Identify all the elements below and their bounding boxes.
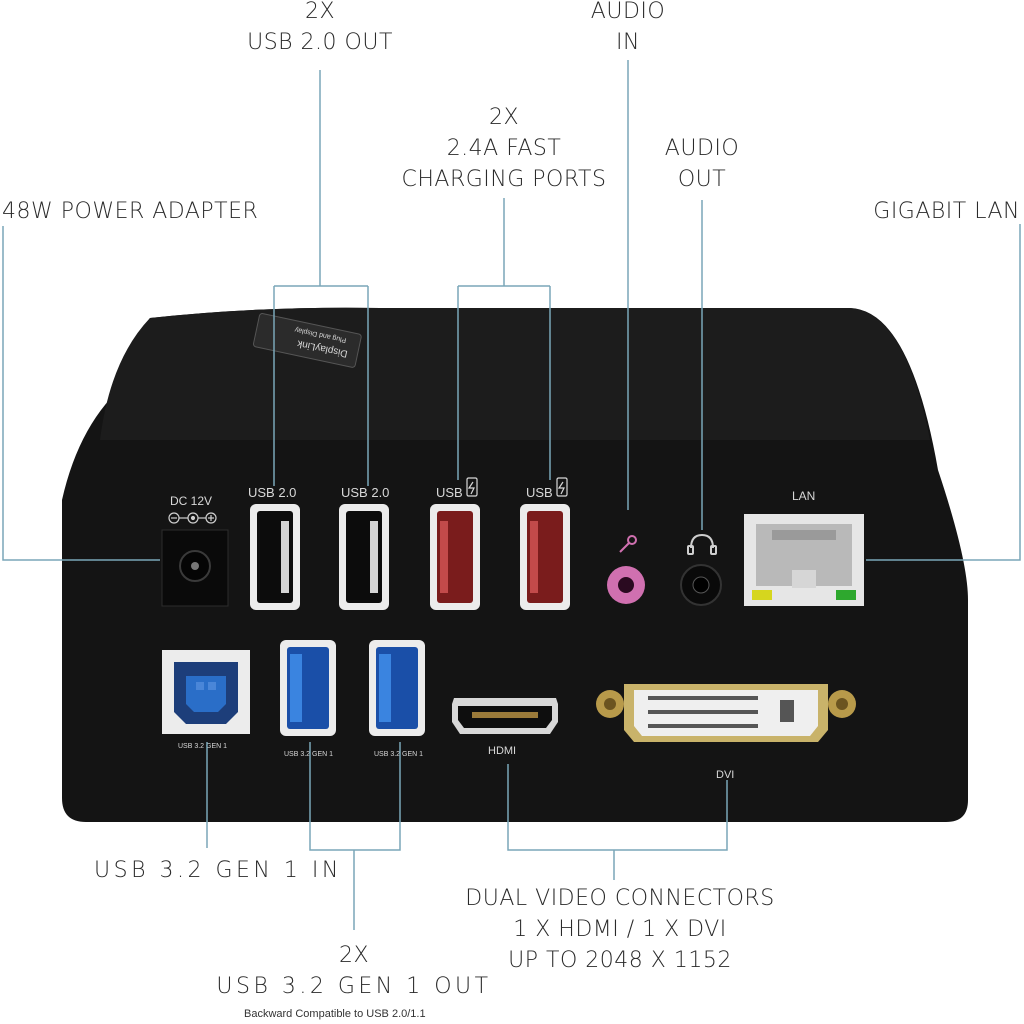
callout-video: DUAL VIDEO CONNECTORS 1 X HDMI / 1 X DVI… [430, 883, 810, 976]
charge-a-label: USB [436, 485, 463, 500]
usb2-port-1 [250, 504, 300, 610]
callout-usb3-out-line-1: 2X [338, 943, 370, 968]
callout-usb2-out: 2X USB 2.0 OUT [220, 0, 420, 58]
usb3-port-1 [280, 640, 336, 736]
leader-usb2-out [273, 70, 369, 486]
callout-usb3-in-text: USB 3.2 GEN 1 IN [94, 858, 342, 883]
battery-charge-icon [556, 477, 568, 497]
usb2-a-label: USB 2.0 [248, 485, 296, 500]
callout-fast-charge: 2X 2.4A FAST CHARGING PORTS [384, 102, 624, 195]
charging-port-1 [430, 504, 480, 610]
callout-usb2-out-line-1: 2X [304, 0, 336, 24]
audio-out-jack [680, 564, 722, 606]
microphone-icon [619, 535, 637, 553]
callout-audio-out-line-2: OUT [677, 167, 727, 192]
audio-in-jack [607, 566, 645, 604]
usb3-in-port [162, 650, 250, 734]
callout-fast-charge-line-1: 2X [488, 105, 520, 130]
leader-fast-charge [457, 198, 551, 480]
charge-b-label: USB [526, 485, 553, 500]
dc-power-port [161, 529, 229, 607]
displaylink-badge: DisplayLink Plug and Display [252, 313, 362, 368]
leader-lan [866, 224, 1021, 561]
dc-label: DC 12V [170, 494, 212, 508]
lan-label: LAN [792, 489, 815, 503]
usb2-port-2 [339, 504, 389, 610]
callout-lan-text: GIGABIT LAN [873, 199, 1020, 224]
usb3-port-2 [369, 640, 425, 736]
callout-power-text: 48W POWER ADAPTER [2, 199, 259, 224]
leader-power [2, 226, 160, 561]
usb3-out-a-label: USB 3.2 GEN 1 [284, 751, 333, 758]
battery-charge-icon [466, 477, 478, 497]
callout-audio-in-line-2: IN [616, 30, 640, 55]
callout-audio-out-line-1: AUDIO [664, 136, 740, 161]
callout-fast-charge-line-2: 2.4A FAST [446, 136, 562, 161]
callout-video-line-2: 1 X HDMI / 1 X DVI [513, 917, 727, 942]
callout-video-line-3: UP TO 2048 X 1152 [508, 948, 732, 973]
callout-audio-in: AUDIO IN [568, 0, 688, 58]
callout-usb3-out-line-2: USB 3.2 GEN 1 OUT [216, 974, 492, 999]
callout-audio-in-line-1: AUDIO [590, 0, 666, 24]
callout-audio-out: AUDIO OUT [642, 133, 762, 195]
callout-video-line-1: DUAL VIDEO CONNECTORS [465, 886, 775, 911]
usb3-in-label: USB 3.2 GEN 1 [178, 743, 227, 750]
dc-polarity-icon [168, 512, 217, 524]
hdmi-label: HDMI [488, 745, 516, 757]
callout-usb3-in: USB 3.2 GEN 1 IN [94, 855, 342, 886]
usb3-out-b-label: USB 3.2 GEN 1 [374, 751, 423, 758]
dvi-port [596, 684, 856, 742]
leader-video [507, 764, 728, 880]
headphones-icon [687, 533, 717, 555]
leader-usb3-out [309, 742, 401, 930]
callout-lan: GIGABIT LAN [873, 196, 1020, 227]
callout-usb2-out-line-2: USB 2.0 OUT [247, 30, 393, 55]
hdmi-port [452, 698, 558, 734]
callout-power: 48W POWER ADAPTER [2, 196, 258, 227]
backward-compat-note: Backward Compatible to USB 2.0/1.1 [244, 1008, 426, 1020]
callout-usb3-out: 2X USB 3.2 GEN 1 OUT [212, 940, 496, 1002]
usb2-b-label: USB 2.0 [341, 485, 389, 500]
dvi-label: DVI [716, 769, 734, 781]
charging-port-2 [520, 504, 570, 610]
lan-port [744, 514, 864, 606]
callout-fast-charge-line-3: CHARGING PORTS [401, 167, 607, 192]
